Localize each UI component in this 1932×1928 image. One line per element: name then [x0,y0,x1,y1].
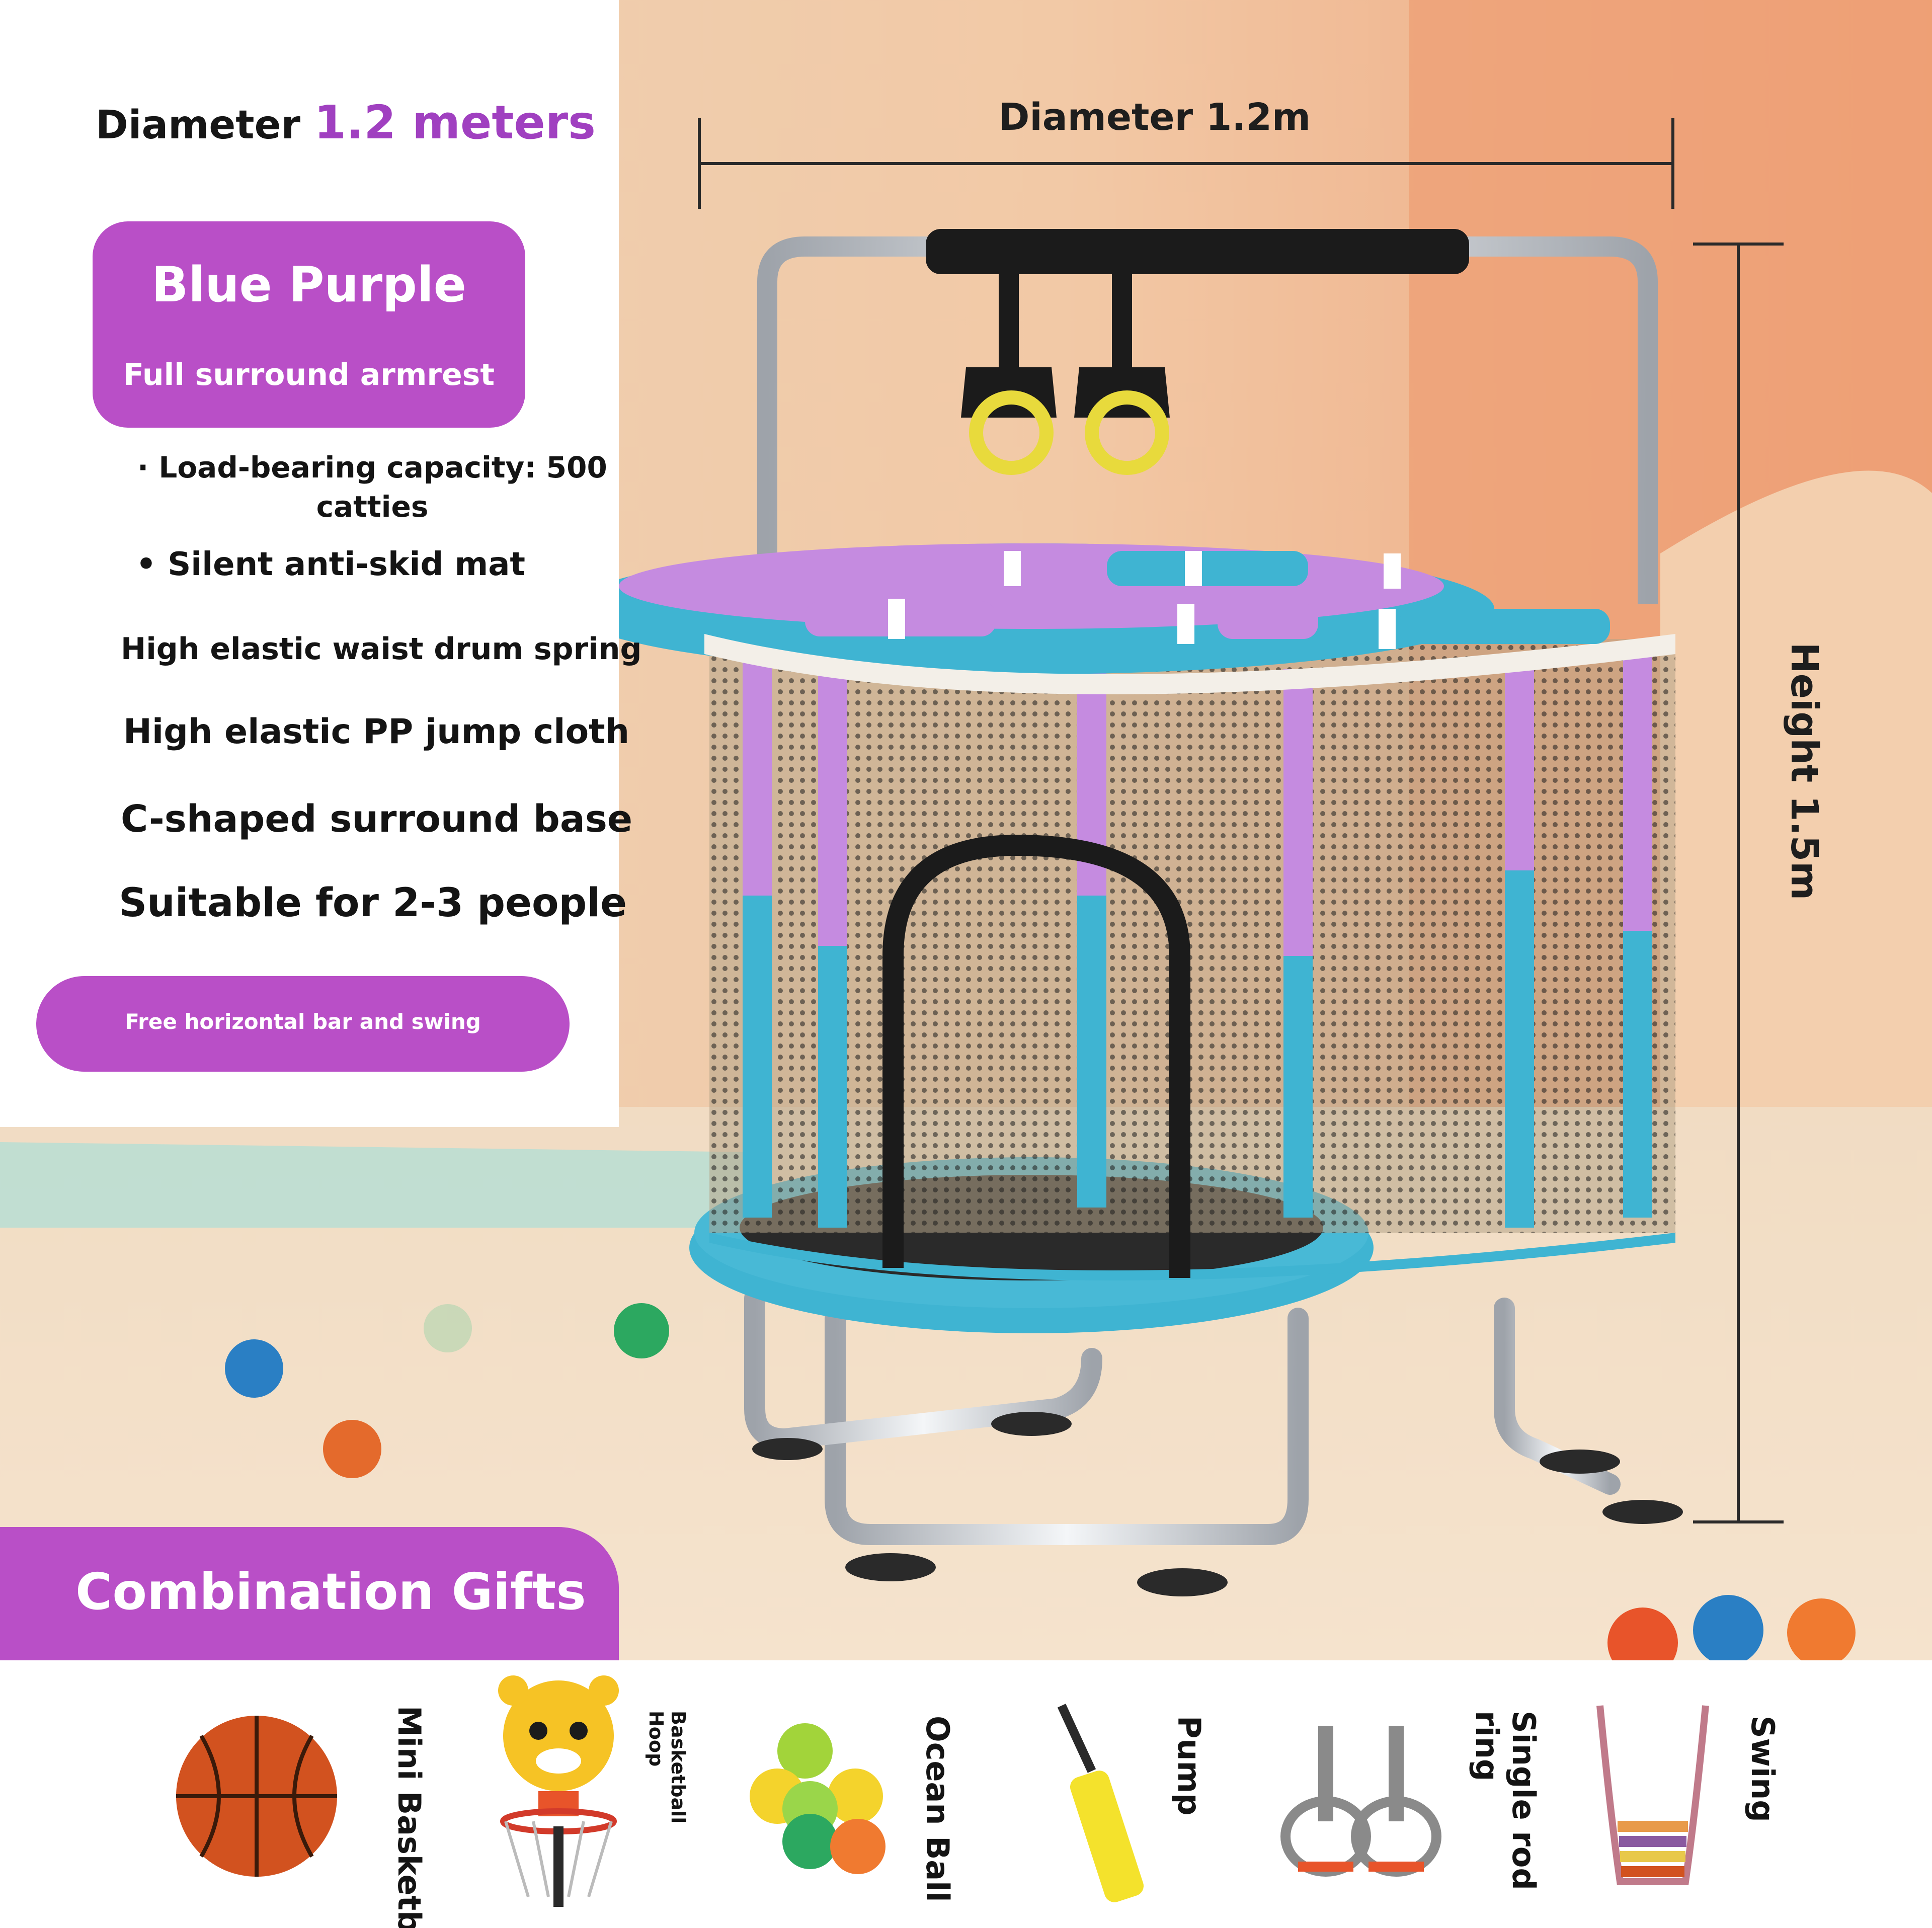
spec-jump-cloth: High elastic PP jump cloth [123,712,630,752]
spec-capacity-people: Suitable for 2-3 people [119,880,627,926]
gift-label-rings: Single rod ring [1469,1711,1542,1890]
combination-gifts-banner: Combination Gifts [0,1527,619,1660]
gift-label-hoop: Basketball Hoop [645,1711,689,1824]
swing-icon [1596,1705,1709,1885]
free-gift-badge: Free horizontal bar and swing [36,976,570,1072]
variant-title: Blue Purple [151,257,466,313]
tiger-hoop-icon [498,1675,619,1907]
gift-label-swing: Swing [1744,1716,1781,1822]
spec-spring: High elastic waist drum spring [121,631,642,667]
gift-label-basketball: Mini Basketball [391,1706,428,1928]
free-gift-text: Free horizontal bar and swing [125,1009,481,1034]
trampoline-scene [0,0,1932,1660]
spec-panel: Diameter 1.2 meters Blue Purple Full sur… [0,0,641,1127]
gift-label-pump: Pump [1171,1716,1208,1816]
feature-anti-skid-mat: • Silent anti-skid mat [136,546,525,583]
height-annotation: Height 1.5m [1783,642,1826,901]
variant-subtitle: Full surround armrest [123,357,495,392]
combination-gifts-title: Combination Gifts [75,1562,586,1621]
gift-strip: Mini Basketball Basketball Hoop Ocean Ba… [0,1660,1932,1928]
spec-base: C-shaped surround base [121,797,633,841]
diameter-value: 1.2 meters [314,96,596,149]
ocean-balls-icon [750,1723,886,1874]
gift-label-ocean-ball: Ocean Ball [919,1716,956,1902]
diameter-annotation: Diameter 1.2m [999,96,1311,139]
basketball-icon [176,1716,337,1877]
diameter-heading: Diameter 1.2 meters [96,96,596,149]
variant-badge: Blue Purple Full surround armrest [93,221,525,428]
diameter-prefix: Diameter [96,103,300,148]
rings-icon [1280,1726,1441,1877]
feature-load-capacity: · Load-bearing capacity: 500 catties [137,450,607,524]
pump-icon [1057,1704,1144,1902]
